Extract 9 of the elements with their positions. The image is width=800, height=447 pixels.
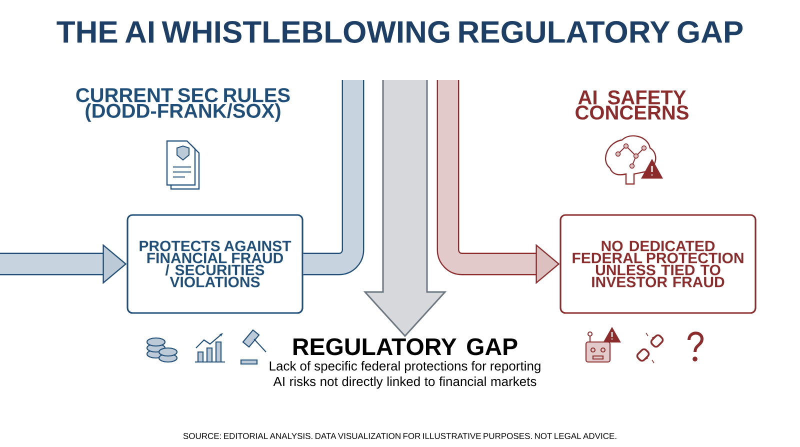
section-heading: AI SAFETY CONCERNS xyxy=(576,90,688,120)
caption: SOURCE: EDITORIAL ANALYSIS. DATA VISUALIZATION FOR ILLUSTRATIVE PURPOSES. NOT LEGAL ADVICE. xyxy=(183,433,616,439)
arrow xyxy=(363,79,447,338)
text-box: PROTECTS AGAINST FINANCIAL FRAUD / SECURITIES VIOLATIONS xyxy=(126,214,304,314)
title: THE AI WHISTLEBLOWING REGULATORY GAP xyxy=(56,21,743,43)
section-heading: CURRENT SEC RULES (DODD-FRANK/SOX) xyxy=(76,88,290,122)
connector-band xyxy=(303,80,364,276)
gap-text: REGULATORY GAP Lack of specific federal protections for reporting AI risks not directly linked to financial markets xyxy=(270,338,540,389)
text-box: NO DEDICATED FEDERAL PROTECTION UNLESS TIED TO INVESTOR FRAUD xyxy=(560,214,756,314)
